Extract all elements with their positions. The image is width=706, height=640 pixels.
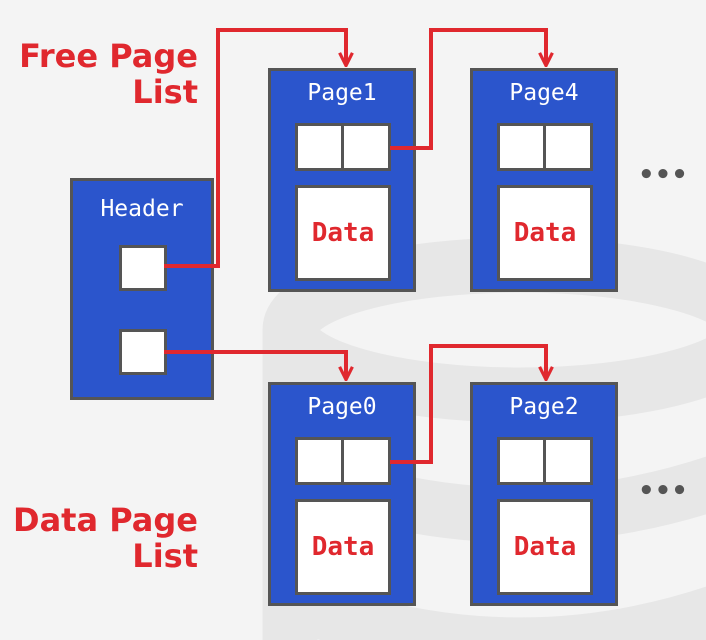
- data-page-list-label: Data Page List: [13, 501, 198, 575]
- data-label: Data: [513, 218, 577, 248]
- more-free-pages-ellipsis: •••: [638, 160, 688, 190]
- header-to-page1-arrow: [164, 28, 346, 268]
- page-next-pointer: [543, 437, 593, 485]
- free-page-list-label: Free Page List: [19, 37, 198, 111]
- data-page-block: Page2 Data: [470, 382, 618, 606]
- data-label: Data: [513, 532, 577, 562]
- data-label: Data: [311, 532, 375, 562]
- header-title: Header: [100, 196, 184, 222]
- page-next-pointer: [341, 437, 391, 485]
- page-data-area: Data: [497, 499, 593, 595]
- page1-to-page4-arrow: [390, 28, 546, 150]
- more-data-pages-ellipsis: •••: [638, 476, 688, 506]
- header-block: Header: [70, 178, 214, 400]
- page-data-area: Data: [295, 499, 391, 595]
- data-label: Data: [311, 218, 375, 248]
- data-page-block: Page0 Data: [268, 382, 416, 606]
- page-prev-pointer: [295, 123, 345, 171]
- page-prev-pointer: [497, 123, 547, 171]
- page-title: Page0: [307, 394, 377, 420]
- header-to-page0-arrow: [164, 350, 346, 378]
- page-next-pointer: [341, 123, 391, 171]
- page-data-area: Data: [497, 185, 593, 281]
- page-title: Page1: [307, 80, 377, 106]
- page-data-area: Data: [295, 185, 391, 281]
- page-title: Page4: [509, 80, 579, 106]
- page-title: Page2: [509, 394, 579, 420]
- page0-to-page2-arrow: [390, 344, 546, 464]
- free-page-block: Page4 Data: [470, 68, 618, 292]
- page-next-pointer: [543, 123, 593, 171]
- free-page-block: Page1 Data: [268, 68, 416, 292]
